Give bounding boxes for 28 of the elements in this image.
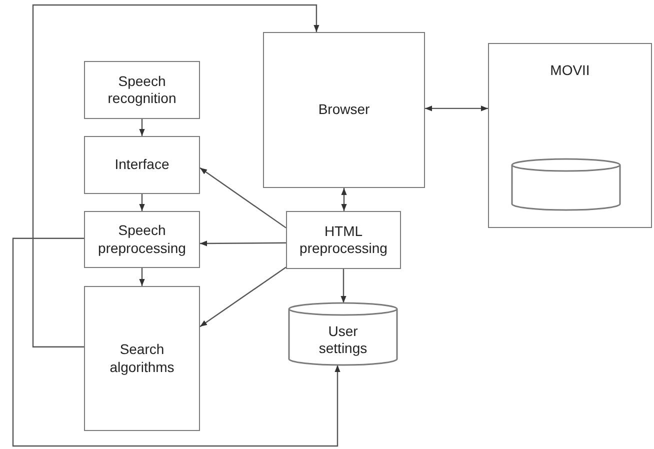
process-box xyxy=(84,211,200,268)
arrow xyxy=(200,240,286,246)
process-box xyxy=(84,136,200,194)
database-cylinder xyxy=(510,158,620,210)
process-box xyxy=(84,61,200,119)
node-label: User settings xyxy=(318,322,368,358)
process-box xyxy=(286,211,401,269)
arrow xyxy=(139,119,145,136)
system-box xyxy=(488,43,652,228)
arrow xyxy=(340,269,346,303)
node-label: Interface xyxy=(114,156,170,174)
arrow xyxy=(200,167,286,228)
arrow xyxy=(32,4,320,348)
arrow xyxy=(425,106,488,112)
node-label: Browser xyxy=(318,101,370,119)
arrow xyxy=(341,188,347,211)
node-label: Speech recognition xyxy=(106,72,178,108)
database-cylinder xyxy=(288,303,398,365)
node-label: MOVII xyxy=(550,62,590,80)
process-box xyxy=(84,286,200,431)
node-label: Speech preprocessing xyxy=(97,222,187,257)
arrow xyxy=(139,194,145,211)
process-box xyxy=(263,32,425,188)
arrow xyxy=(200,266,286,328)
arrow xyxy=(12,238,340,447)
node-label: Search algorithms xyxy=(108,341,176,376)
node-label: HTML preprocessing xyxy=(298,222,388,258)
arrow xyxy=(139,268,145,286)
